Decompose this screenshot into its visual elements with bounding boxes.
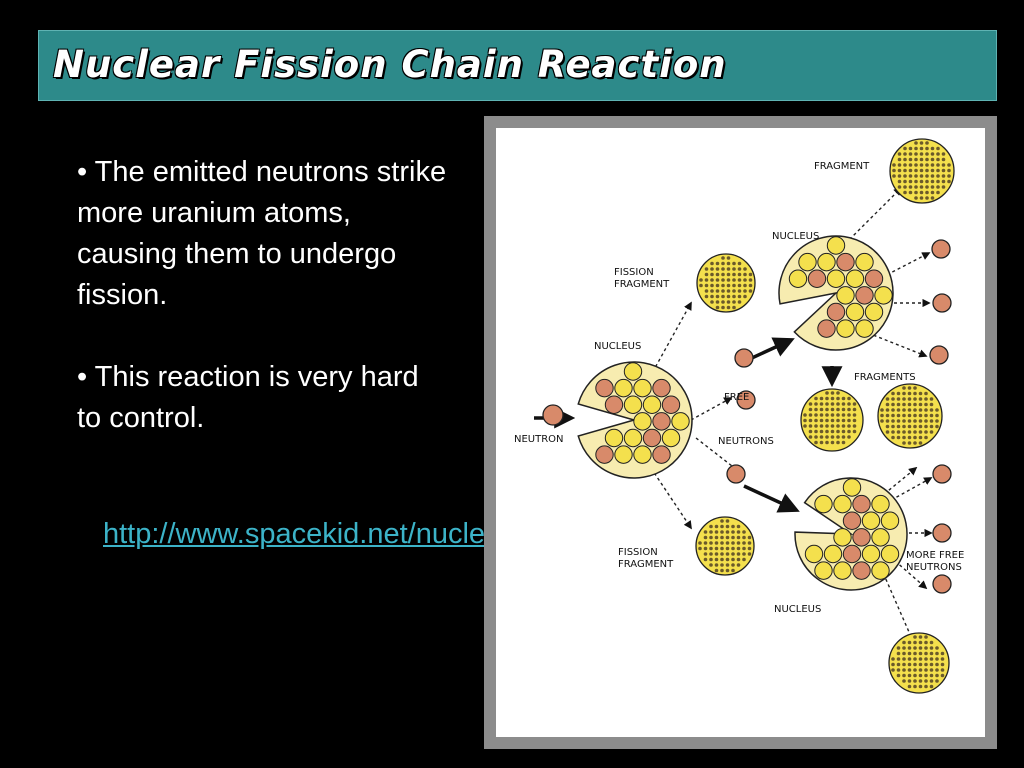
fission-fragment-icon bbox=[877, 383, 943, 449]
fission-fragment-icon bbox=[800, 388, 864, 452]
label-more-free-neutrons: NEUTRONS bbox=[906, 562, 962, 573]
free-neutron-icon bbox=[932, 293, 952, 313]
label-nucleus-left: NUCLEUS bbox=[594, 341, 641, 352]
bullet-list: • The emitted neutrons strike more urani… bbox=[77, 152, 447, 439]
free-neutron-icon bbox=[542, 404, 564, 426]
slide-title: Nuclear Fission Chain Reaction bbox=[53, 43, 727, 86]
label-fission-fragment-2: FISSION bbox=[618, 547, 658, 558]
nucleus-left-icon bbox=[577, 361, 693, 479]
free-neutron-icon bbox=[932, 523, 952, 543]
free-neutron-icon bbox=[734, 348, 754, 368]
free-neutron-icon bbox=[736, 390, 756, 410]
label-free: FREE bbox=[724, 392, 749, 403]
fission-fragment-icon bbox=[695, 516, 755, 576]
label-fission-fragment-2b: FRAGMENT bbox=[618, 559, 674, 570]
label-nucleus-bottom: NUCLEUS bbox=[774, 604, 821, 615]
label-fission-fragment-1b: FRAGMENT bbox=[614, 279, 670, 290]
source-link[interactable]: http://www.spacekid.net/nuclear/fission.… bbox=[103, 518, 664, 550]
label-fission-fragment-1: FISSION bbox=[614, 267, 654, 278]
fission-fragment-icon bbox=[889, 138, 955, 204]
free-neutron-icon bbox=[931, 239, 951, 259]
figure-frame: FRAGMENT NUCLEUS FISSION FRAGMENT NUCLEU… bbox=[484, 116, 997, 749]
free-neutron-icon bbox=[932, 464, 952, 484]
fission-fragment-icon bbox=[888, 632, 950, 694]
fission-fragment-icon bbox=[696, 253, 756, 313]
title-bar: Nuclear Fission Chain Reaction bbox=[38, 30, 997, 101]
bullet-item: • This reaction is very hard to control. bbox=[77, 361, 419, 434]
free-neutron-icon bbox=[932, 574, 952, 594]
label-fragment: FRAGMENT bbox=[814, 161, 870, 172]
label-neutrons: NEUTRONS bbox=[718, 436, 774, 447]
free-neutron-icon bbox=[929, 345, 949, 365]
fission-diagram: FRAGMENT NUCLEUS FISSION FRAGMENT NUCLEU… bbox=[496, 128, 985, 737]
nucleus-bottom-icon bbox=[794, 477, 908, 591]
free-neutron-icon bbox=[726, 464, 746, 484]
fission-diagram-svg: FRAGMENT NUCLEUS FISSION FRAGMENT NUCLEU… bbox=[514, 138, 964, 694]
nucleus-top-icon bbox=[778, 235, 894, 351]
label-fragments: FRAGMENTS bbox=[854, 372, 916, 383]
label-neutron: NEUTRON bbox=[514, 434, 564, 445]
bullet-item: • The emitted neutrons strike more urani… bbox=[77, 156, 447, 311]
label-more-free: MORE FREE bbox=[906, 550, 964, 561]
label-nucleus-top: NUCLEUS bbox=[772, 231, 819, 242]
